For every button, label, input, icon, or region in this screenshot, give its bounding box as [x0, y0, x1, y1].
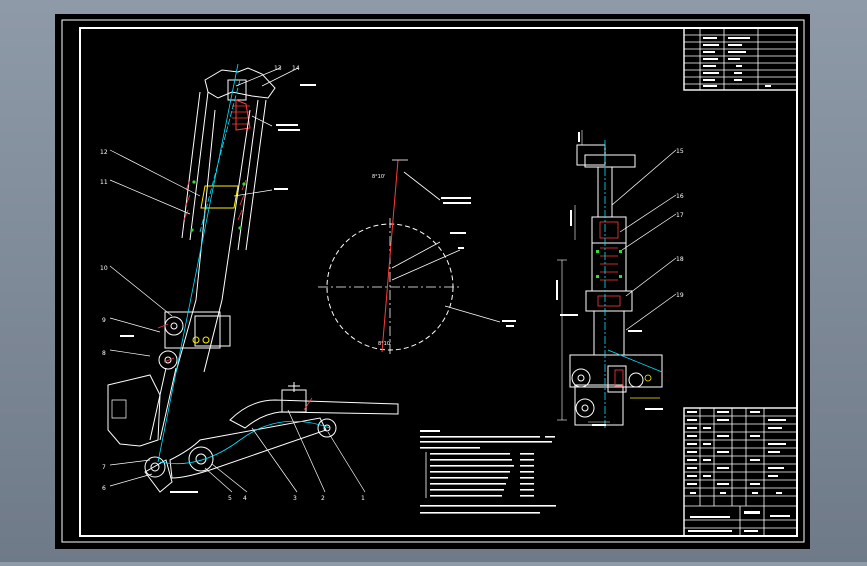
callout-2: 2 — [321, 495, 325, 502]
steering-assembly — [107, 67, 399, 493]
callout-19: 19 — [676, 292, 684, 299]
leader-lines-right — [611, 149, 677, 331]
column-section-hatch — [597, 221, 624, 387]
inner-frame — [79, 27, 798, 537]
callout-8: 8 — [102, 350, 106, 357]
callout-17: 17 — [676, 212, 684, 219]
leader-lines-left — [109, 67, 366, 493]
column-section-centerline — [604, 140, 663, 430]
parameter-table — [683, 27, 798, 91]
callout-13: 13 — [274, 65, 282, 72]
callout-6: 6 — [102, 485, 106, 492]
title-block — [683, 407, 798, 537]
callout-10: 10 — [100, 265, 108, 272]
angle-label-bottom: 8°10' — [378, 341, 391, 347]
callout-11: 11 — [100, 179, 108, 186]
callout-7: 7 — [102, 464, 106, 471]
callout-numbers: 1 2 3 4 5 6 7 8 9 10 11 12 13 14 15 16 1… — [100, 65, 684, 502]
column-section-yellow — [630, 374, 660, 399]
angle-label: 8°10' — [372, 174, 385, 180]
outer-frame — [61, 19, 805, 543]
callout-3: 3 — [293, 495, 297, 502]
callout-15: 15 — [676, 148, 684, 155]
callout-16: 16 — [676, 193, 684, 200]
green-markers — [190, 180, 246, 232]
callout-9: 9 — [102, 317, 106, 324]
callout-14: 14 — [292, 65, 300, 72]
assembly-centerlines — [157, 63, 331, 465]
steering-wheel-view — [318, 159, 501, 356]
callout-12: 12 — [100, 149, 108, 156]
circle-annotations — [441, 197, 516, 327]
callout-18: 18 — [676, 256, 684, 263]
column-section-markers — [596, 250, 622, 278]
parameter-table-marks — [703, 37, 771, 87]
technical-notes — [420, 430, 556, 514]
callout-1: 1 — [361, 495, 365, 502]
callout-4: 4 — [243, 495, 247, 502]
left-annotations — [120, 84, 316, 493]
callout-5: 5 — [228, 495, 232, 502]
dimension-lines — [557, 130, 610, 423]
title-block-marks — [687, 411, 790, 532]
dimension-text — [556, 132, 663, 426]
